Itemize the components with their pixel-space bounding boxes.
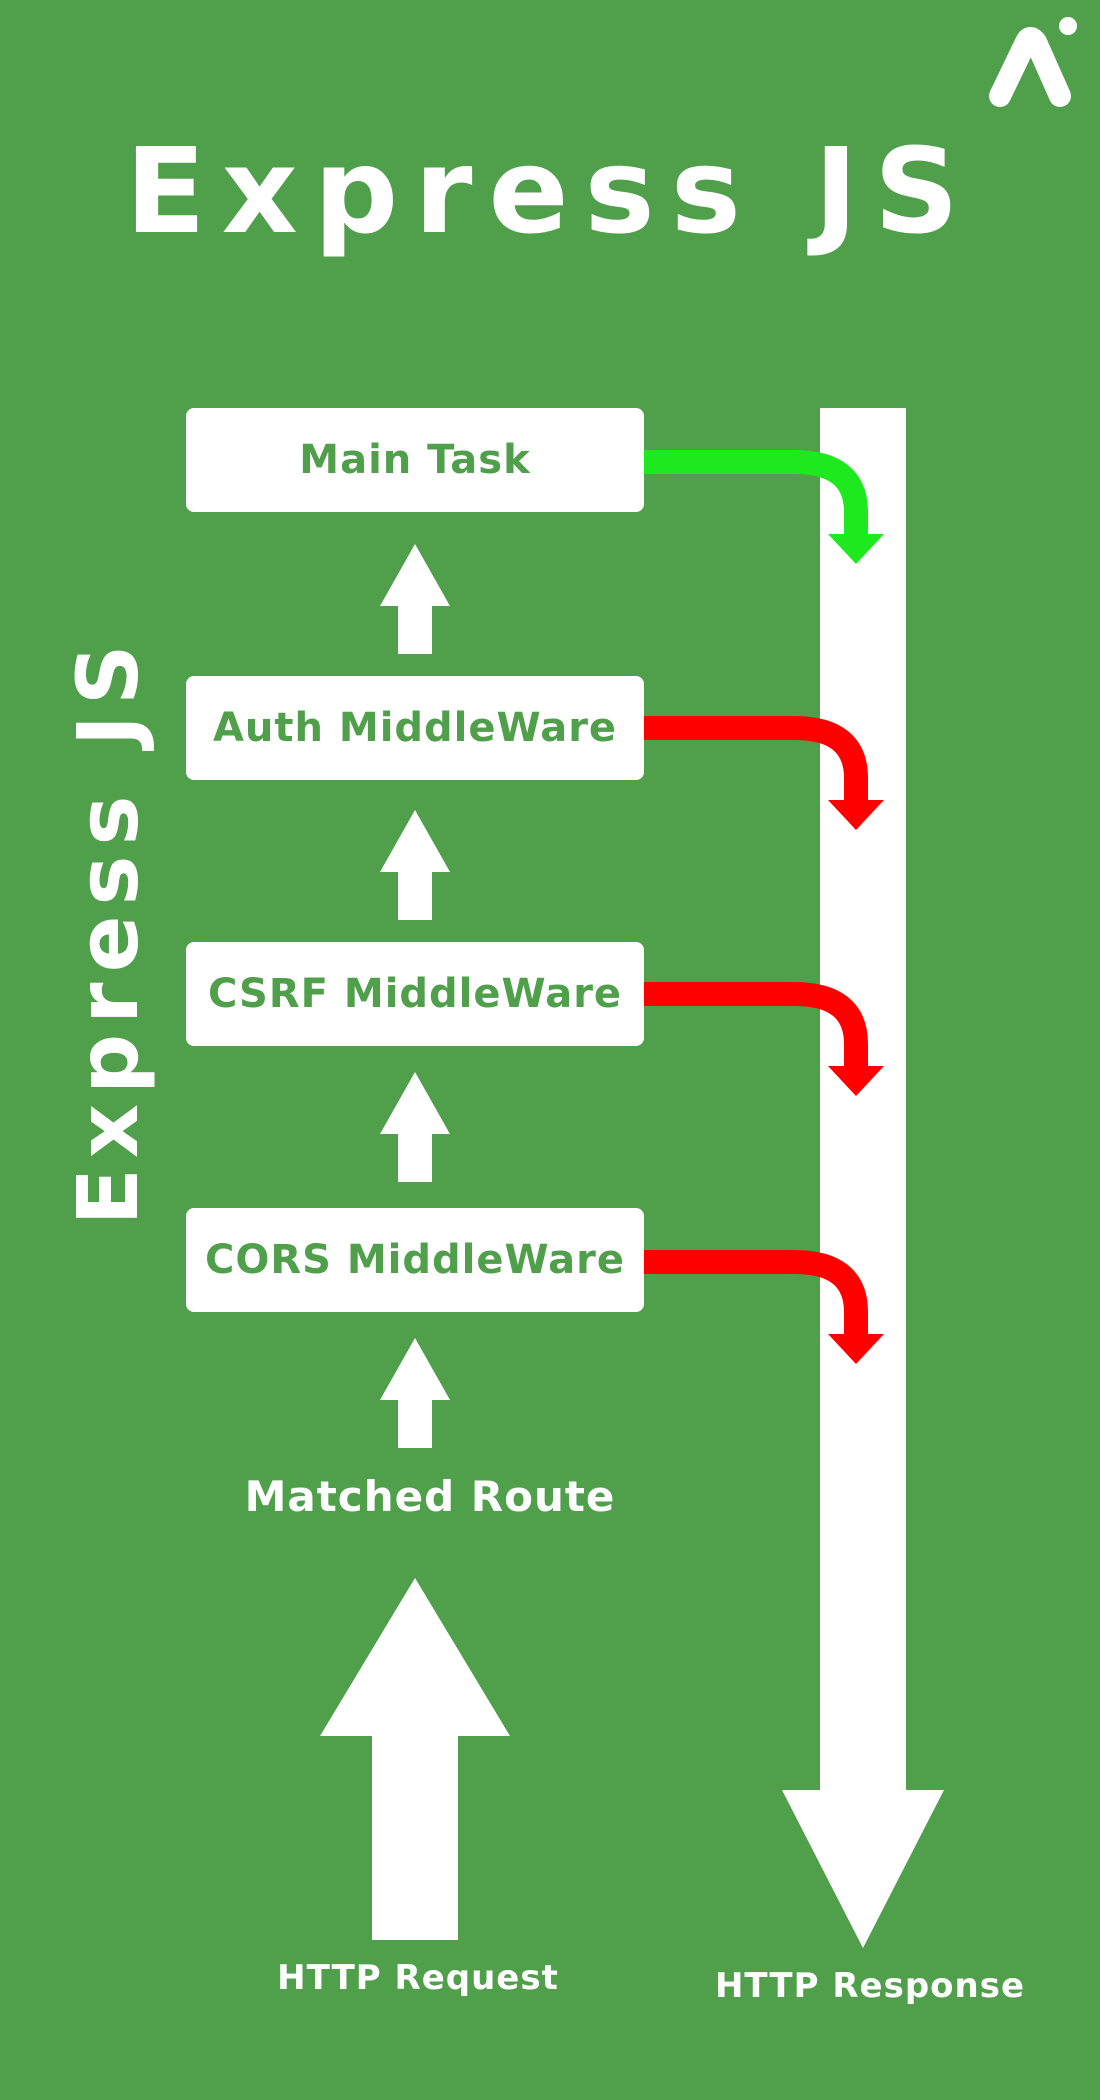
reject-branch-arrow-icon [644, 982, 884, 1096]
stage-label: CSRF MiddleWare [207, 971, 623, 1017]
reject-branch-arrow-icon [644, 1250, 884, 1364]
stage-auth-middleware: Auth MiddleWare [186, 676, 644, 780]
up-arrow-icon [380, 1338, 450, 1448]
success-branch-arrow-icon [644, 450, 884, 564]
stage-label: Auth MiddleWare [212, 705, 618, 751]
stage-cors-middleware: CORS MiddleWare [186, 1208, 644, 1312]
stage-label: CORS MiddleWare [204, 1237, 626, 1283]
page-title: Express JS [125, 122, 975, 260]
up-arrow-icon [380, 1072, 450, 1182]
stage-csrf-middleware: CSRF MiddleWare [186, 942, 644, 1046]
stage-label: Main Task [299, 437, 531, 483]
up-arrow-icon [380, 810, 450, 920]
side-title: Express JS [59, 634, 157, 1226]
reject-branch-arrow-icon [644, 716, 884, 830]
http-response-label: HTTP Response [714, 1966, 1026, 2006]
request-up-arrow-icon [320, 1578, 510, 1940]
stage-main-task: Main Task [186, 408, 644, 512]
up-arrow-icon [380, 544, 450, 654]
matched-route-label: Matched Route [244, 1472, 616, 1521]
response-down-arrow-icon [782, 408, 944, 1948]
side-title-container: Express JS [48, 634, 168, 1225]
brand-logo-icon [989, 17, 1077, 107]
http-request-label: HTTP Request [277, 1958, 559, 1998]
